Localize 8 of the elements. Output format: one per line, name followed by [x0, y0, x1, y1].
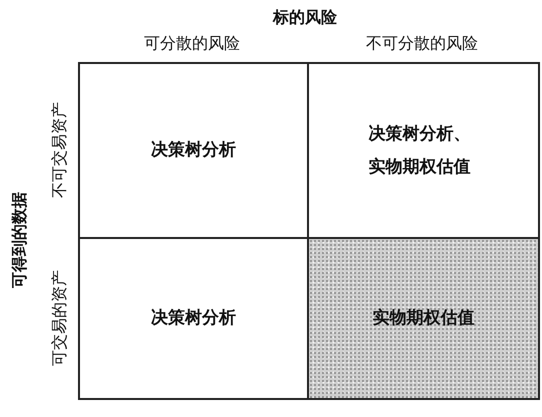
axis-title: 标的风险	[273, 8, 337, 28]
table-cell: 决策树分析	[78, 62, 309, 239]
row-header: 不可交易资产	[50, 102, 70, 198]
column-header: 不可分散的风险	[366, 34, 478, 54]
row-header: 可交易的资产	[50, 270, 70, 366]
column-header: 可分散的风险	[144, 34, 240, 54]
axis-title: 可得到的数据	[10, 192, 30, 288]
table-cell: 实物期权估值	[307, 237, 540, 400]
